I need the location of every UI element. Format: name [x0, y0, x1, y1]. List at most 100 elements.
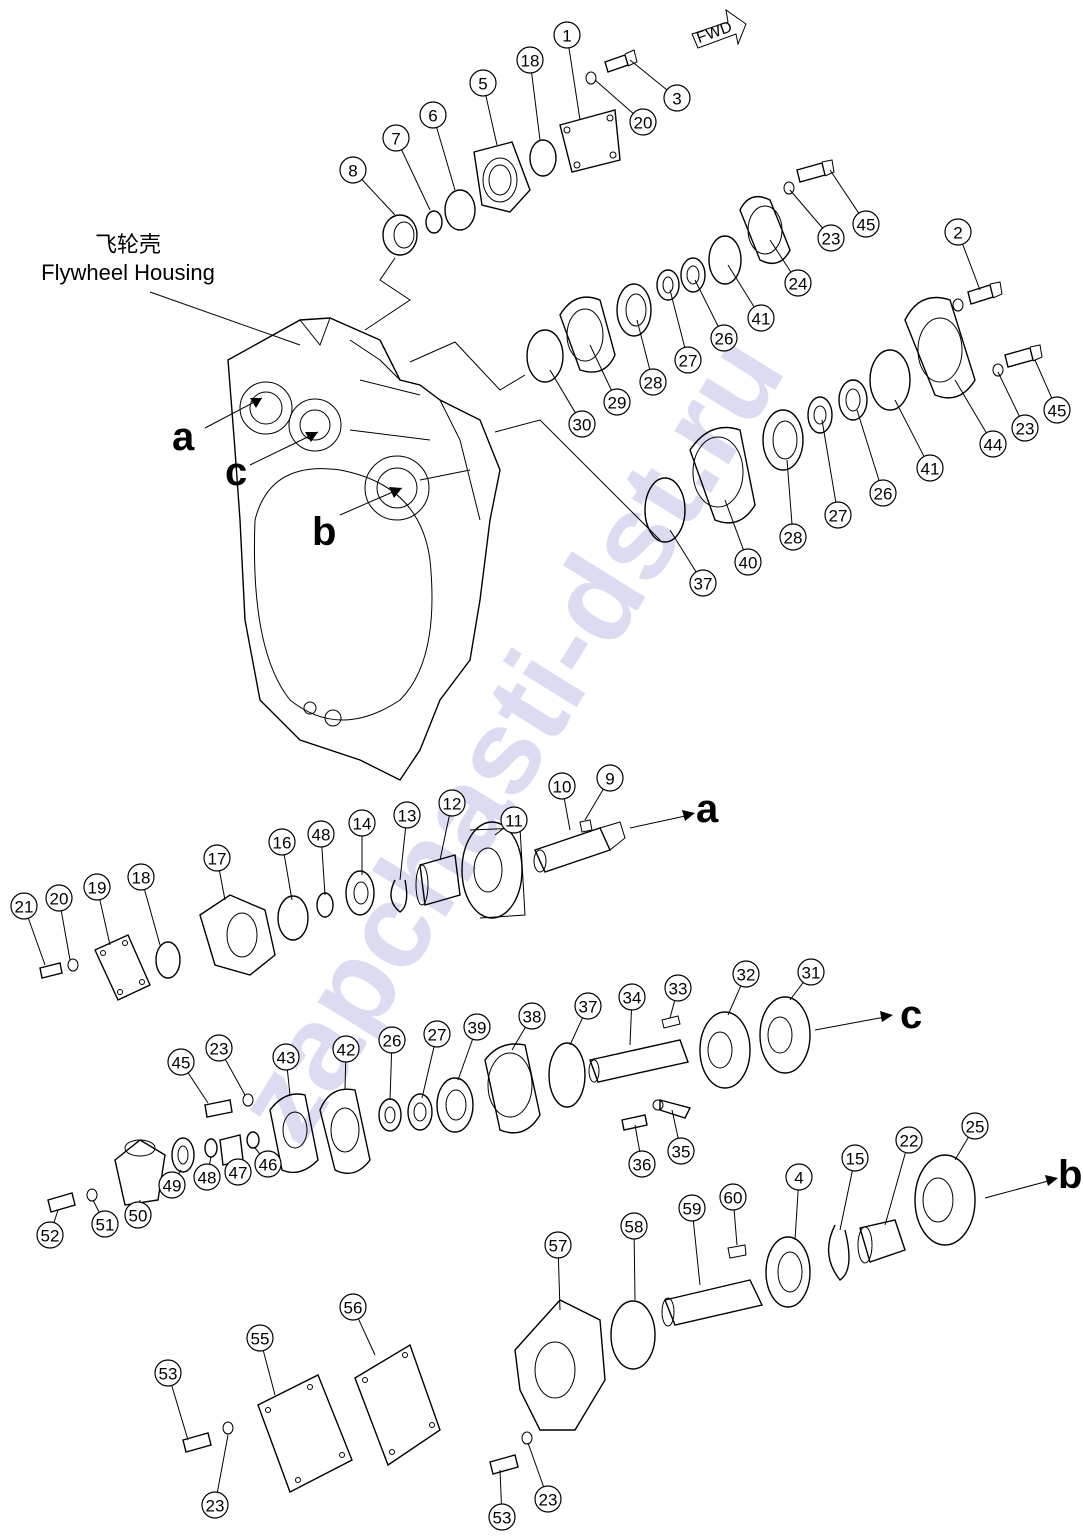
callout-number: 36 [633, 1156, 652, 1175]
callout-number: 53 [159, 1365, 178, 1384]
callout-leader [955, 1137, 968, 1160]
callout-number: 42 [337, 1041, 356, 1060]
callout-leader [172, 1385, 188, 1440]
callout-leader [217, 1435, 228, 1492]
callout-17: 17 [204, 845, 230, 900]
part-washer-23-mid [993, 364, 1003, 376]
callout-number: 4 [794, 1169, 803, 1188]
part-key-60 [728, 1245, 746, 1258]
callout-number: 58 [625, 1218, 644, 1237]
callout-leader [693, 1221, 700, 1285]
callout-leader [635, 1125, 640, 1151]
fwd-label: FWD [694, 19, 734, 47]
callout-number: 23 [1016, 420, 1035, 439]
part-shaft-59 [662, 1280, 762, 1326]
callout-18: 18 [517, 47, 543, 140]
part-bolt-21 [40, 963, 62, 978]
callout-5: 5 [470, 70, 497, 145]
callout-leader [564, 799, 570, 830]
part-shaft-10 [534, 822, 625, 872]
callout-leader [345, 1062, 346, 1090]
callout-leader [895, 400, 924, 456]
callout-leader [857, 410, 879, 481]
callout-number: 48 [312, 826, 331, 845]
letter-c-right: c [900, 993, 922, 1037]
callout-number: 39 [468, 1019, 487, 1038]
callout-48: 48 [308, 821, 334, 895]
callout-number: 27 [428, 1026, 447, 1045]
part-plate-56 [355, 1345, 440, 1465]
callout-number: 57 [549, 1237, 568, 1256]
callout-6: 6 [420, 102, 455, 190]
part-oring-37-c [549, 1043, 585, 1107]
callout-26: 26 [857, 410, 896, 506]
callout-56: 56 [340, 1294, 375, 1355]
callout-leader [728, 265, 754, 307]
callout-number: 12 [443, 795, 462, 814]
callout-number: 53 [493, 1509, 512, 1528]
callout-number: 15 [846, 1150, 865, 1169]
callout-leader [734, 1210, 737, 1245]
callout-number: 20 [50, 890, 69, 909]
callout-leader [100, 900, 110, 945]
part-gear-25 [915, 1155, 975, 1245]
callout-number: 45 [172, 1054, 191, 1073]
callout-leader [725, 500, 743, 550]
callout-number: 60 [724, 1189, 743, 1208]
housing-label-cn: 飞轮壳 [95, 232, 161, 257]
callout-53: 53 [155, 1360, 188, 1440]
callout-32: 32 [728, 961, 759, 1015]
part-bolt-45-top [797, 160, 834, 182]
callout-number: 8 [348, 162, 357, 181]
part-bearing-housing-5 [474, 142, 530, 212]
callout-23: 23 [790, 190, 844, 251]
callout-leader [284, 855, 292, 900]
housing-label-en: Flywheel Housing [41, 260, 215, 285]
callout-34: 34 [619, 984, 645, 1045]
callout-leader [188, 1073, 208, 1103]
callout-number: 26 [874, 485, 893, 504]
part-oring-58 [611, 1301, 655, 1369]
callout-18: 18 [128, 864, 160, 945]
part-cover-19 [95, 935, 150, 1000]
part-cover-24-top [740, 197, 790, 264]
callout-leader [402, 150, 430, 210]
part-shaft-34 [589, 1040, 688, 1082]
part-lockwasher-27-top [657, 270, 679, 300]
callout-22: 22 [885, 1127, 922, 1225]
callout-number: 23 [822, 230, 841, 249]
callout-leader [458, 1039, 473, 1080]
callout-number: 49 [163, 1177, 182, 1196]
part-bolt-52 [48, 1193, 75, 1212]
part-cover-44 [905, 298, 975, 398]
callout-leader [840, 1171, 852, 1230]
part-oring-18-top [530, 140, 556, 176]
part-bearing-28-top [617, 284, 651, 336]
callout-number: 28 [644, 374, 663, 393]
callout-27: 27 [822, 420, 851, 528]
part-nut-26-top [681, 258, 705, 292]
callout-46: 46 [255, 1148, 281, 1177]
callout-leader [28, 918, 45, 965]
callout-number: 44 [984, 436, 1003, 455]
callout-23: 23 [998, 372, 1038, 441]
part-cap-50 [115, 1140, 165, 1205]
callout-number: 45 [857, 216, 876, 235]
callout-leader [263, 1351, 275, 1395]
arrow-b-housing [340, 487, 402, 515]
callout-number: 16 [273, 834, 292, 853]
leader-group-top [365, 258, 410, 330]
letter-c-housing: c [225, 450, 247, 494]
part-lockwasher-27-mid [808, 397, 832, 433]
part-gear-31 [760, 997, 810, 1073]
callout-number: 13 [398, 807, 417, 826]
part-bearing-39 [437, 1078, 473, 1132]
callout-20: 20 [46, 885, 72, 960]
callout-leader [61, 911, 70, 960]
part-cage-29 [560, 297, 615, 372]
callout-number: 17 [208, 850, 227, 869]
callout-number: 43 [277, 1049, 296, 1068]
callout-number: 23 [210, 1040, 229, 1059]
callout-leader [528, 1443, 544, 1487]
